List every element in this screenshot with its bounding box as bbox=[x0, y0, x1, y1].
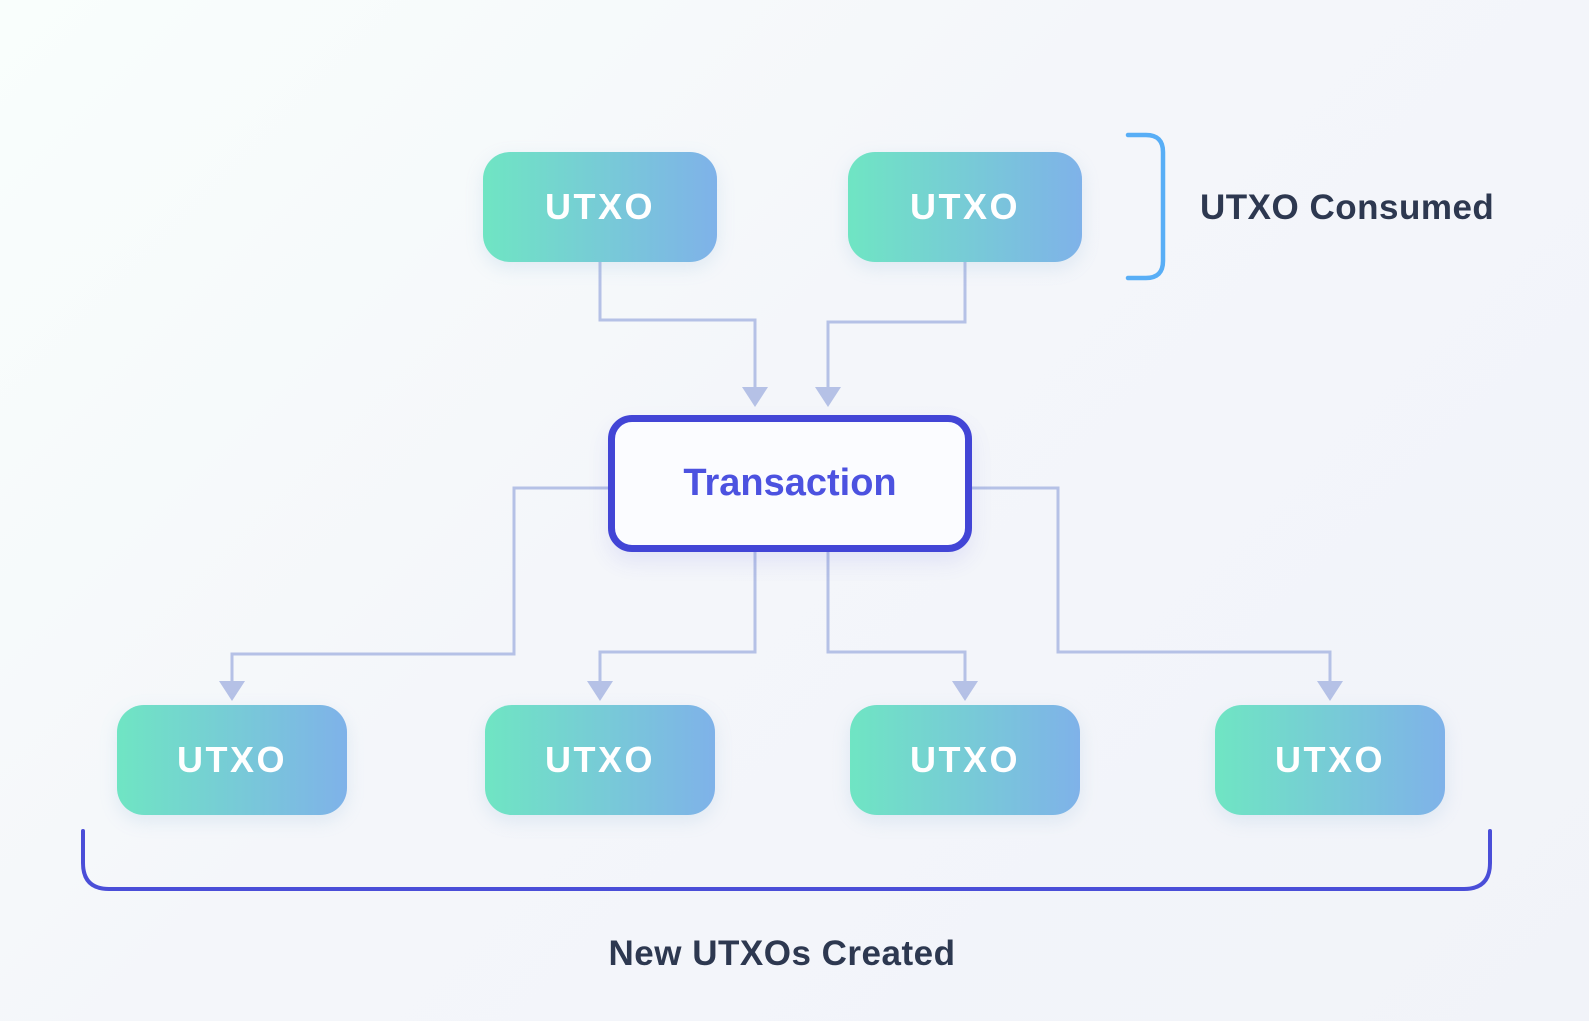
output-connector-4 bbox=[972, 486, 1332, 684]
created-annotation: New UTXOs Created bbox=[608, 934, 956, 973]
arrowhead-icon bbox=[219, 681, 245, 701]
input-arrowheads bbox=[742, 387, 841, 407]
transaction-label: Transaction bbox=[683, 462, 897, 504]
consumed-annotation: UTXO Consumed bbox=[1200, 188, 1495, 227]
output-utxo-2-label: UTXO bbox=[544, 739, 655, 780]
input-utxo-2-label: UTXO bbox=[909, 186, 1020, 227]
input-utxo-1: UTXO bbox=[483, 152, 717, 262]
output-utxo-1-label: UTXO bbox=[176, 739, 287, 780]
output-arrowheads bbox=[219, 681, 1343, 701]
arrowhead-icon bbox=[742, 387, 768, 407]
output-connector-1 bbox=[230, 486, 608, 684]
arrowhead-icon bbox=[952, 681, 978, 701]
input-connector-1 bbox=[598, 262, 757, 390]
arrowhead-icon bbox=[587, 681, 613, 701]
output-utxo-3: UTXO bbox=[850, 705, 1080, 815]
transaction-box: Transaction bbox=[608, 415, 972, 552]
output-utxo-4-label: UTXO bbox=[1274, 739, 1385, 780]
output-utxo-4: UTXO bbox=[1215, 705, 1445, 815]
input-connector-2 bbox=[826, 262, 967, 390]
output-utxo-3-label: UTXO bbox=[909, 739, 1020, 780]
output-connector-2 bbox=[598, 552, 757, 684]
input-utxo-2: UTXO bbox=[848, 152, 1082, 262]
consumed-bracket bbox=[1125, 132, 1166, 281]
output-connector-3 bbox=[826, 552, 967, 684]
input-connectors bbox=[598, 262, 967, 390]
output-utxo-2: UTXO bbox=[485, 705, 715, 815]
output-connectors bbox=[230, 486, 1332, 684]
created-bracket bbox=[81, 829, 1492, 891]
input-utxo-1-label: UTXO bbox=[544, 186, 655, 227]
output-utxo-1: UTXO bbox=[117, 705, 347, 815]
arrowhead-icon bbox=[815, 387, 841, 407]
arrowhead-icon bbox=[1317, 681, 1343, 701]
